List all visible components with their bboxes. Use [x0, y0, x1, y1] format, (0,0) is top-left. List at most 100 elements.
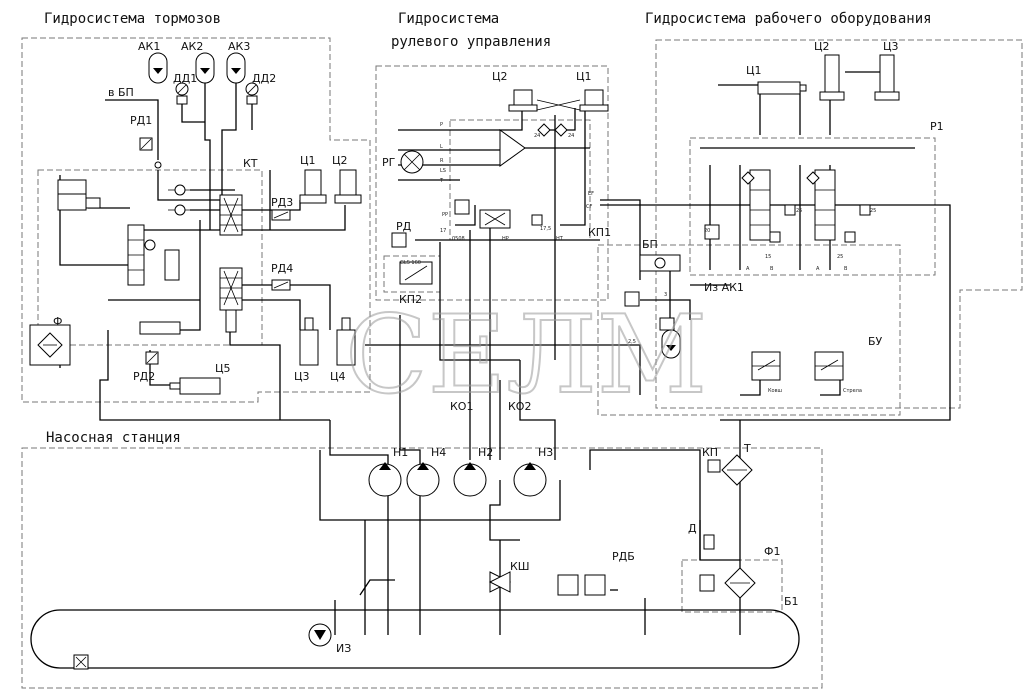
label-f1: Ф1 — [764, 545, 780, 558]
label-n4: Н4 — [431, 446, 446, 459]
title-steering-2: рулевого управления — [391, 34, 551, 50]
svg-text:CF: CF — [586, 204, 592, 210]
tank-b1 — [30, 609, 800, 669]
svg-text:GLS 160: GLS 160 — [400, 260, 421, 266]
filter-f — [29, 324, 71, 366]
label-c1-steer: Ц1 — [576, 70, 592, 83]
label-from-ak1: Из АК1 — [704, 281, 744, 294]
label-ak1: АК1 — [138, 40, 160, 53]
work-cylinders — [757, 54, 900, 101]
svg-text:2,5: 2,5 — [628, 339, 636, 345]
svg-text:PP: PP — [442, 212, 448, 218]
label-rd1: РД1 — [130, 114, 152, 127]
brake-valve-kt — [219, 194, 243, 333]
label-c2-steer: Ц2 — [492, 70, 508, 83]
title-work-equipment: Гидросистема рабочего оборудования — [645, 11, 932, 27]
label-c2-brake: Ц2 — [332, 154, 348, 167]
label-rd: РД — [396, 220, 412, 233]
label-c1-brake: Ц1 — [300, 154, 316, 167]
pressure-relays — [139, 137, 291, 365]
label-ko1: КО1 — [450, 400, 473, 413]
brake-cylinders — [169, 169, 362, 395]
svg-text:24: 24 — [568, 133, 574, 139]
label-b1: Б1 — [784, 595, 799, 608]
check-valves — [154, 161, 195, 216]
label-c5: Ц5 — [215, 362, 231, 375]
label-rd3: РД3 — [271, 196, 293, 209]
svg-text:HT: HT — [556, 236, 564, 242]
svg-text:P: P — [440, 122, 443, 128]
label-bu: БУ — [868, 335, 883, 348]
control-block-bu — [751, 351, 844, 381]
label-ksh: КШ — [510, 560, 530, 573]
component-labels: АК1 АК2 АК3 ДД1 ДД2 в БП РД1 КТ Ц1 Ц2 РД… — [53, 40, 944, 655]
label-to-bp: в БП — [108, 86, 134, 99]
label-r1: Р1 — [930, 120, 944, 133]
svg-text:25: 25 — [870, 208, 876, 214]
label-n1: Н1 — [393, 446, 408, 459]
label-kp: КП — [702, 446, 718, 459]
svg-text:B: B — [844, 266, 848, 272]
label-c4-brake: Ц4 — [330, 370, 346, 383]
svg-text:15: 15 — [765, 254, 771, 260]
brake-supply-bp — [624, 254, 681, 331]
svg-text:EF: EF — [588, 191, 594, 197]
label-c2-work: Ц2 — [814, 40, 830, 53]
label-c1-work: Ц1 — [746, 64, 762, 77]
svg-text:17: 17 — [440, 228, 446, 234]
accumulators — [148, 52, 681, 359]
svg-text:L: L — [440, 144, 443, 150]
label-dd2: ДД2 — [252, 72, 276, 85]
pump-n2 — [453, 462, 487, 497]
watermark: СЕЛМ — [345, 293, 707, 418]
pumps — [368, 462, 547, 497]
svg-text:A: A — [746, 266, 750, 272]
pressure-gauges — [175, 82, 259, 105]
port-markings: P L R LS T 24 24 EF CF PP 17,5 HP HT 050… — [400, 122, 876, 394]
title-steering-1: Гидросистема — [398, 11, 499, 27]
svg-text:0508: 0508 — [452, 236, 465, 242]
svg-text:Стрела: Стрела — [843, 388, 862, 394]
steering-cylinders — [508, 89, 609, 112]
pump-n3 — [513, 462, 547, 497]
pump-n4 — [406, 462, 440, 497]
svg-text:HP: HP — [502, 236, 509, 242]
svg-text:3: 3 — [664, 292, 667, 298]
label-d: Д — [688, 522, 697, 535]
label-kp2: КП2 — [399, 293, 422, 306]
steering-unit-rg — [391, 123, 568, 285]
svg-text:24: 24 — [534, 133, 540, 139]
section-titles: Гидросистема тормозов Гидросистема рулев… — [44, 11, 932, 446]
label-t: Т — [743, 442, 751, 455]
label-filter-f: Ф — [53, 315, 62, 328]
label-kp1: КП1 — [588, 226, 611, 239]
label-c3-brake: Ц3 — [294, 370, 310, 383]
svg-text:A: A — [816, 266, 820, 272]
distributor-r1 — [704, 169, 871, 243]
accumulator-ak3 — [226, 52, 246, 84]
label-iz: ИЗ — [336, 642, 351, 655]
svg-text:17,5: 17,5 — [540, 226, 551, 232]
label-ak3: АК3 — [228, 40, 250, 53]
label-n3: Н3 — [538, 446, 553, 459]
svg-text:25: 25 — [837, 254, 843, 260]
label-kt: КТ — [243, 157, 258, 170]
title-pump-station: Насосная станция — [46, 430, 181, 446]
svg-text:R: R — [440, 158, 444, 164]
accumulator-ak2 — [195, 52, 215, 84]
pump-n1 — [368, 462, 402, 497]
accumulator-ak1 — [148, 52, 168, 84]
label-n2: Н2 — [478, 446, 493, 459]
svg-text:Ковш: Ковш — [768, 388, 783, 394]
label-rdb: РДБ — [612, 550, 635, 563]
label-ko2: КО2 — [508, 400, 531, 413]
label-dd1: ДД1 — [173, 72, 197, 85]
svg-text:20: 20 — [704, 228, 710, 234]
label-rg: РГ — [382, 156, 396, 169]
label-rd4: РД4 — [271, 262, 293, 275]
label-rd2: РД2 — [133, 370, 155, 383]
label-ak2: АК2 — [181, 40, 203, 53]
svg-text:B: B — [770, 266, 774, 272]
